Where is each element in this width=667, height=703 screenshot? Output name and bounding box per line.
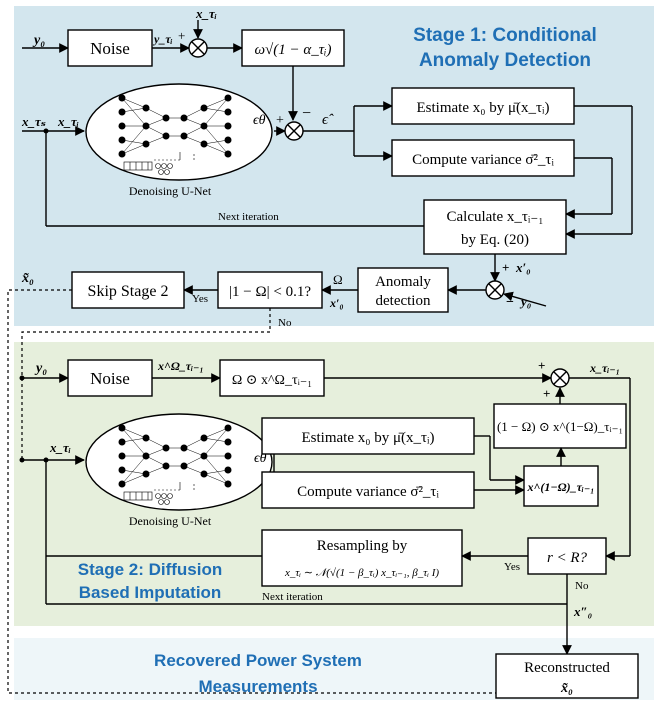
stage2-unet-icon xyxy=(86,414,272,510)
stage2-compute-var-label: Compute variance σ̄²_τᵢ xyxy=(297,484,439,500)
svg-text:−: − xyxy=(302,105,311,122)
stage1-calculate-line1: Calculate x_τᵢ₋₁ xyxy=(446,209,543,225)
stage1-title-line2: Anomaly Detection xyxy=(419,50,591,71)
stage1-unet-caption: Denoising U-Net xyxy=(129,184,212,198)
stage1-anomaly-line1: Anomaly xyxy=(375,274,431,290)
stage1-omega-sqrt: ω√(1 − α_τᵢ) xyxy=(254,42,331,58)
stage2-omega-odot: Ω ⊙ x^Ω_τᵢ₋₁ xyxy=(232,373,312,388)
stage1-x0-prime-left: x′₀ xyxy=(329,296,344,310)
stage1-condition-label: |1 − Ω| < 0.1? xyxy=(229,284,311,300)
svg-text:+: + xyxy=(276,113,284,128)
stage2-y0-input: y₀ xyxy=(34,361,47,376)
stage1-x-tau-s: x_τₛ xyxy=(21,114,46,129)
output-recon-line1: Reconstructed xyxy=(524,660,610,676)
svg-text:+: + xyxy=(543,386,550,401)
stage1-x-tau-i: x_τᵢ xyxy=(57,114,79,129)
stage2-unet-caption: Denoising U-Net xyxy=(129,514,212,528)
stage2-x-1mo-label: x^(1−Ω)_τᵢ₋₁ xyxy=(527,480,595,494)
stage1-yes-label: Yes xyxy=(192,293,208,305)
stage2-estimate-label: Estimate x₀ by μ̄(x_τᵢ) xyxy=(302,430,435,446)
stage1-y0-input: y₀ xyxy=(32,33,45,48)
stage2-resample-line2: x_τᵢ ∼ 𝒩(√(1 − β_τᵢ) x_τᵢ₋₁, β_τᵢ I) xyxy=(284,567,439,579)
stage2-noise-label: Noise xyxy=(90,369,130,388)
stage2-title-line1: Stage 2: Diffusion xyxy=(78,560,223,579)
stage2-x-tau-out: x_τᵢ₋₁ xyxy=(589,361,620,375)
stage1-title-line1: Stage 1: Conditional xyxy=(413,25,597,46)
stage2-x-omega-label: x^Ω_τᵢ₋₁ xyxy=(157,359,204,373)
stage1-x-tau-top: x_τᵢ xyxy=(195,6,217,21)
stage1-skip-label: Skip Stage 2 xyxy=(88,283,169,300)
output-title-line2: Measurements xyxy=(198,677,317,696)
svg-text:+: + xyxy=(502,260,509,275)
stage1-omega-label: Ω xyxy=(333,272,343,287)
stage1-next-iteration: Next iteration xyxy=(218,211,279,223)
stage2-x0-dprime: x″₀ xyxy=(573,604,592,619)
stage2-resample-line1: Resampling by xyxy=(317,538,408,554)
stage1-compute-var-label: Compute variance σ̄²_τᵢ xyxy=(412,152,554,168)
stage1-y0-bottom: y₀ xyxy=(519,294,531,309)
stage2-check-label: r < R? xyxy=(547,550,588,566)
stage2-next-iteration: Next iteration xyxy=(262,591,323,603)
stage1-noise-label: Noise xyxy=(90,39,130,58)
stage1-y-tau-label: y_τᵢ xyxy=(152,32,173,46)
stage1-calculate-line2: by Eq. (20) xyxy=(461,232,529,248)
svg-text:−: − xyxy=(506,295,514,310)
stage2-title-line2: Based Imputation xyxy=(79,583,222,602)
stage2-x-tau-i: x_τᵢ xyxy=(49,440,71,455)
output-title-line1: Recovered Power System xyxy=(154,651,362,670)
svg-text:+: + xyxy=(538,358,545,373)
stage2-yes-label: Yes xyxy=(504,561,520,573)
output-recon-line2: x̃₀ xyxy=(560,681,573,696)
stage2-no-label: No xyxy=(575,580,589,592)
stage1-eps-theta: ϵθ xyxy=(253,113,266,128)
stage1-estimate-label: Estimate x₀ by μ̄(x_τᵢ) xyxy=(417,100,550,116)
stage2-one-minus-label: (1 − Ω) ⊙ x^(1−Ω)_τᵢ₋₁ xyxy=(497,419,623,434)
stage1-no-label: No xyxy=(278,317,292,329)
stage1-anomaly-line2: detection xyxy=(376,293,431,309)
svg-text:+: + xyxy=(178,28,185,43)
stage1-unet-icon xyxy=(86,84,272,180)
stage1-x0-tilde: x̃₀ xyxy=(21,271,34,286)
stage1-x0-prime: x′₀ xyxy=(515,260,531,275)
